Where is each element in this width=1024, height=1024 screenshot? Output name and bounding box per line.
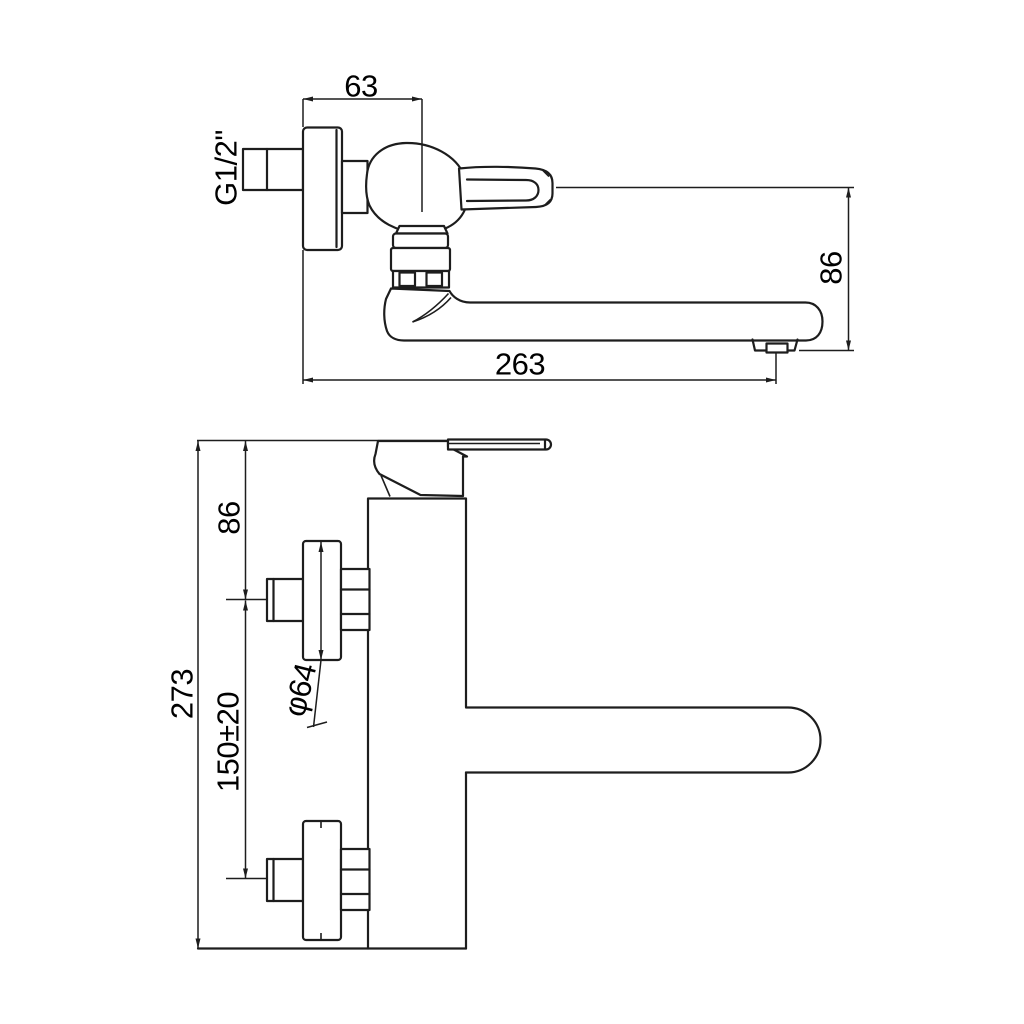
spout-plan <box>464 706 822 774</box>
dimension-63: 63 <box>302 69 423 384</box>
dim-label-g12-thread: G1/2" <box>209 130 244 206</box>
lever-bar-plan <box>446 438 553 451</box>
dim-label-phi64: φ64 <box>277 660 324 720</box>
union-nut-upper <box>339 567 371 632</box>
dim-label-63: 63 <box>344 69 377 104</box>
handle-cap-tick-bottom <box>543 198 552 207</box>
lever-handle-side <box>457 165 554 211</box>
valve-collar-upper <box>391 232 450 250</box>
spout-crease-line-2 <box>412 296 452 323</box>
dimension-86-plan: 86 <box>212 441 268 601</box>
valve-neck <box>394 224 449 235</box>
side-view: 63 G1/2" 86 263 <box>209 69 854 384</box>
inlet-union-lower <box>265 819 371 942</box>
dim-label-150: 150±20 <box>211 692 246 792</box>
union-nut-lower <box>339 847 371 912</box>
dim-label-263: 263 <box>495 347 545 382</box>
lever-handle-inner-slot <box>465 178 540 203</box>
inlet-pipe <box>241 147 305 192</box>
lever-handle-plan <box>373 439 469 498</box>
inlet-union-upper <box>265 539 371 662</box>
dimension-263: 263 <box>303 347 777 384</box>
valve-base-tab-left <box>398 271 417 288</box>
dimension-86-side: 86 <box>556 186 854 352</box>
flange-hub <box>340 159 369 215</box>
dimension-273: 273 <box>165 441 201 949</box>
aerator-insert <box>765 342 789 354</box>
valve-collar-lower <box>389 246 452 273</box>
valve-ball-body <box>364 141 470 234</box>
dim-label-273: 273 <box>165 669 200 719</box>
body-outline <box>366 497 468 950</box>
spout-side <box>383 287 824 342</box>
union-flange-upper <box>301 539 343 662</box>
plan-view: 273 86 150±20 φ64 <box>165 438 822 950</box>
union-flange-lower <box>301 819 343 942</box>
handle-crease-line <box>380 475 391 497</box>
valve-base-tab-right <box>425 271 444 288</box>
dim-label-86-side: 86 <box>814 251 849 284</box>
handle-cap-tick-top <box>542 169 550 178</box>
dim-label-86-plan: 86 <box>212 501 247 534</box>
dimension-150: 150±20 <box>211 600 268 880</box>
